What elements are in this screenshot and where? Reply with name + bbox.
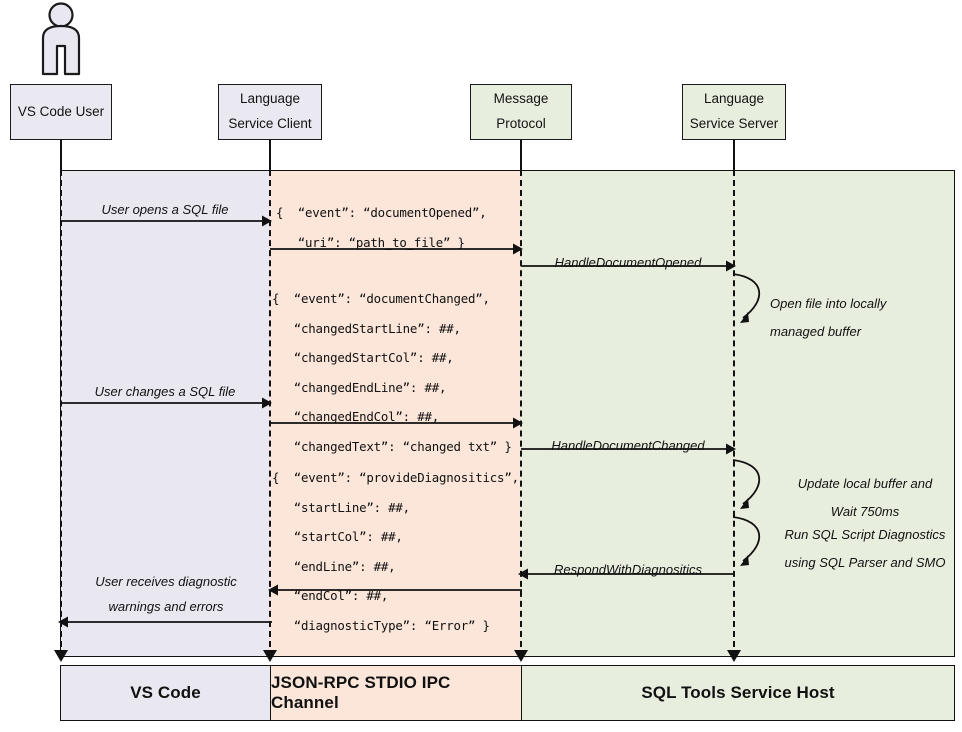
note-run-diagnostics: Run SQL Script Diagnostics using SQL Par…	[770, 521, 960, 577]
note-run-diagnostics-line1: Run SQL Script Diagnostics	[784, 527, 946, 542]
lifeline-language-client	[269, 170, 271, 657]
message-arrow-protocol-to-client-diagnostics	[268, 583, 522, 597]
lifeline-label-line1: Language	[703, 91, 765, 107]
lifeline-end-arrow-language-client	[263, 650, 277, 664]
actor-icon	[28, 2, 94, 76]
lifeline-stub-language-server	[733, 140, 735, 170]
lifeline-label-line2: Service Client	[228, 116, 312, 131]
message-arrow-user-opens	[60, 214, 272, 228]
message-arrow-handle-document-opened	[521, 259, 736, 273]
footer-vscode-label: VS Code	[130, 683, 201, 702]
lifeline-label-line1: Message	[493, 91, 549, 107]
self-loop-open-file	[731, 272, 777, 328]
lifeline-message-protocol	[520, 170, 522, 657]
payload-document-changed: { “event”: “documentChanged”, “changedSt…	[272, 291, 512, 454]
footer-ipc[interactable]: JSON-RPC STDIO IPC Channel	[270, 665, 522, 721]
message-arrow-handle-document-changed	[521, 442, 736, 456]
lifeline-vscode-user	[60, 170, 62, 657]
message-arrow-user-changes	[60, 396, 272, 410]
lifeline-stub-language-client	[269, 140, 271, 170]
message-label-user-opens: User opens a SQL file	[101, 202, 229, 217]
footer-ipc-label: JSON-RPC STDIO IPC Channel	[271, 673, 451, 712]
footer-host-label: SQL Tools Service Host	[641, 683, 835, 702]
message-arrow-respond-with-diagnositics	[518, 567, 735, 581]
note-update-buffer: Update local buffer and Wait 750ms	[770, 470, 960, 526]
lifeline-language-server	[733, 170, 735, 657]
lifeline-head-language-server[interactable]: Language Service Server	[682, 84, 786, 140]
lifeline-label-line1: Language	[239, 91, 301, 107]
note-open-file-line2: managed buffer	[770, 323, 862, 339]
self-loop-run-diagnostics	[731, 515, 777, 571]
message-label-user-receives-line2: warnings and errors	[108, 598, 224, 614]
note-open-file: Open file into locally managed buffer	[770, 290, 962, 346]
lifeline-head-language-client[interactable]: Language Service Client	[218, 84, 322, 140]
lifeline-end-arrow-language-server	[727, 650, 741, 664]
lifeline-stub-vscode-user	[60, 140, 62, 170]
note-update-buffer-line1: Update local buffer and	[797, 476, 933, 491]
lifeline-head-message-protocol[interactable]: Message Protocol	[470, 84, 572, 140]
message-label-user-changes: User changes a SQL file	[94, 384, 236, 399]
band-ipc	[270, 170, 521, 657]
lifeline-label-line1: VS Code User	[17, 103, 105, 119]
payload-provide-diagnositics: { “event”: “provideDiagnositics”, “start…	[272, 470, 519, 633]
message-label-user-receives: User receives diagnostic warnings and er…	[62, 570, 270, 619]
lifeline-label-line2: Protocol	[496, 116, 546, 131]
note-update-buffer-line2: Wait 750ms	[830, 503, 900, 519]
lifeline-label-line2: Service Server	[689, 116, 779, 131]
lifeline-head-vscode-user[interactable]: VS Code User	[10, 84, 112, 140]
lifeline-end-arrow-message-protocol	[514, 650, 528, 664]
message-label-user-receives-line1: User receives diagnostic	[95, 574, 237, 589]
band-vscode	[60, 170, 270, 657]
self-loop-update-buffer	[731, 458, 777, 514]
note-run-diagnostics-line2: using SQL Parser and SMO	[784, 554, 946, 570]
message-arrow-client-to-protocol-changed	[270, 416, 523, 430]
payload-document-opened: { “event”: “documentOpened”, “uri”: “pat…	[276, 205, 487, 250]
note-open-file-line1: Open file into locally	[770, 296, 887, 311]
footer-vscode[interactable]: VS Code	[60, 665, 271, 721]
footer-host[interactable]: SQL Tools Service Host	[521, 665, 955, 721]
message-arrow-user-receives	[58, 615, 272, 629]
message-arrow-client-to-protocol-opened	[270, 242, 523, 256]
lifeline-stub-message-protocol	[520, 140, 522, 170]
lifeline-end-arrow-vscode-user	[54, 650, 68, 664]
band-host	[521, 170, 955, 657]
